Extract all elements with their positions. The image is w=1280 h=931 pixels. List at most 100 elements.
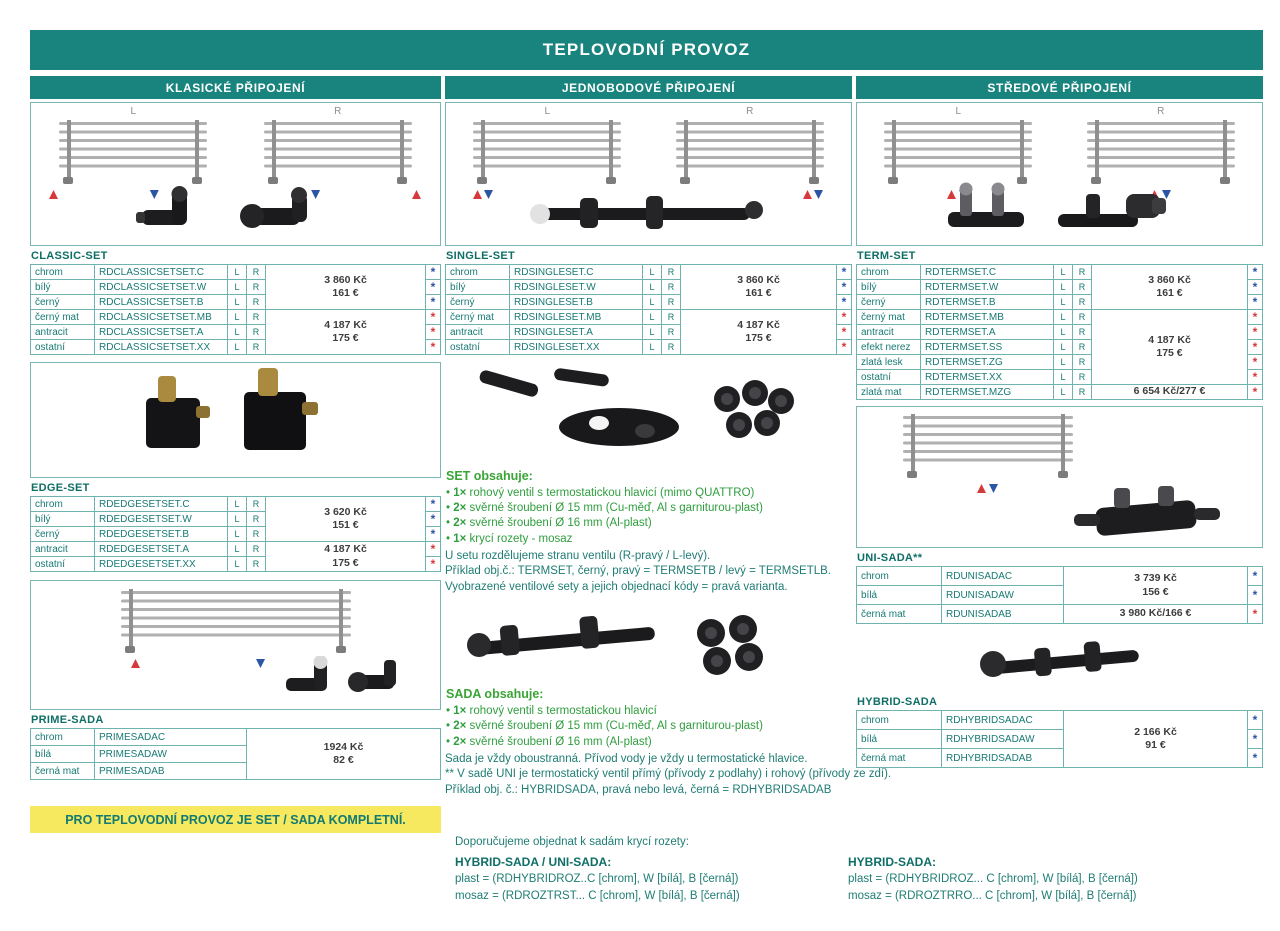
code-cell: RDCLASSICSETSET.C	[94, 264, 228, 280]
variant-right-cell: R	[246, 541, 266, 557]
variant-right-cell: R	[246, 279, 266, 295]
prime-radiator-drawing	[111, 586, 361, 675]
availability-star: *	[1252, 385, 1258, 399]
central-connection-diagram: L R	[856, 102, 1263, 246]
variant-left-cell: L	[227, 541, 247, 557]
list-item: • 2× svěrné šroubení Ø 16 mm (Al-plast)	[446, 517, 652, 530]
color-cell: zlatá lesk	[856, 354, 921, 370]
availability-star-cell: *	[836, 309, 852, 325]
availability-star-cell: *	[1247, 279, 1263, 295]
availability-star: *	[841, 265, 847, 279]
color-cell: antracit	[30, 541, 95, 557]
availability-star: *	[841, 310, 847, 324]
color-cell: ostatní	[856, 369, 921, 385]
flow-arrow-down-icon	[310, 190, 320, 199]
radiator-diagram	[120, 589, 351, 668]
availability-star-cell: *	[836, 279, 852, 295]
rosette-left-lines: plast = (RDHYBRIDROZ..C [chrom], W [bílá…	[455, 871, 740, 904]
code-cell: RDEDGESETSET.B	[94, 526, 228, 542]
set-parts-photo	[445, 363, 852, 463]
column-header-central: STŘEDOVÉ PŘIPOJENÍ	[856, 76, 1263, 99]
valve-photo	[286, 655, 396, 692]
valve-photo	[529, 196, 763, 229]
term-set-label: TERM-SET	[857, 250, 916, 262]
sada-notes: Sada je vždy oboustranná. Přívod vody je…	[445, 752, 891, 799]
code-cell: RDUNISADAC	[941, 566, 1064, 586]
sada-info: SADA obsahuje: • 1× rohový ventil s term…	[445, 687, 891, 799]
variant-right-cell: R	[1072, 354, 1092, 370]
variant-left-cell: L	[642, 264, 662, 280]
rosette-codes-left: HYBRID-SADA / UNI-SADA: plast = (RDHYBRI…	[455, 855, 740, 904]
classic-set-label: CLASSIC-SET	[31, 250, 108, 262]
variant-left-cell: L	[227, 339, 247, 355]
availability-star-cell: *	[425, 309, 441, 325]
flow-arrow-up-icon	[802, 190, 812, 199]
variant-right-cell: R	[1072, 384, 1092, 400]
variant-left-cell: L	[1053, 369, 1073, 385]
code-cell: PRIMESADAC	[94, 728, 247, 746]
set-notes: U setu rozdělujeme stranu ventilu (R-pra…	[445, 549, 852, 596]
variant-left-cell: L	[227, 556, 247, 572]
color-cell: chrom	[445, 264, 510, 280]
availability-star: *	[1252, 607, 1258, 621]
variant-right-cell: R	[661, 264, 681, 280]
price-cell: 3 980 Kč/166 €	[1063, 604, 1248, 624]
availability-star: *	[430, 325, 436, 339]
variant-right-cell: R	[1072, 309, 1092, 325]
availability-star: *	[841, 295, 847, 309]
code-cell: RDSINGLESET.C	[509, 264, 643, 280]
radiator-right-drawing	[1077, 117, 1245, 206]
availability-star-cell: *	[425, 294, 441, 310]
code-cell: RDEDGESETSET.C	[94, 496, 228, 512]
availability-star-cell: *	[836, 324, 852, 340]
classic-connection-diagram: L R	[30, 102, 441, 246]
rosette-code-line: mosaz = (RDROZTRRO... C [chrom], W [bílá…	[848, 889, 1137, 902]
color-cell: černá mat	[856, 604, 942, 624]
variant-left-cell: L	[227, 511, 247, 527]
column-header-single: JEDNOBODOVÉ PŘIPOJENÍ	[445, 76, 852, 99]
uni-sada-label: UNI-SADA**	[857, 552, 923, 564]
variant-right-cell: R	[246, 496, 266, 512]
availability-star-cell: *	[1247, 566, 1263, 586]
color-cell: černý mat	[30, 309, 95, 325]
radiator-diagram	[884, 120, 1033, 199]
availability-star-cell: *	[1247, 384, 1263, 400]
code-cell: RDEDGESETSET.XX	[94, 556, 228, 572]
color-cell: antracit	[445, 324, 510, 340]
availability-star-cell: *	[1247, 354, 1263, 370]
code-cell: RDHYBRIDSADAC	[941, 710, 1064, 730]
code-cell: RDTERMSET.SS	[920, 339, 1054, 355]
availability-star-cell: *	[1247, 309, 1263, 325]
color-cell: bílý	[30, 511, 95, 527]
variant-left-cell: L	[642, 294, 662, 310]
color-cell: chrom	[30, 728, 95, 746]
code-cell: RDTERMSET.C	[920, 264, 1054, 280]
availability-star-cell: *	[836, 339, 852, 355]
radiator-right-label: R	[746, 106, 754, 117]
variant-left-cell: L	[1053, 264, 1073, 280]
variant-right-cell: R	[246, 556, 266, 572]
